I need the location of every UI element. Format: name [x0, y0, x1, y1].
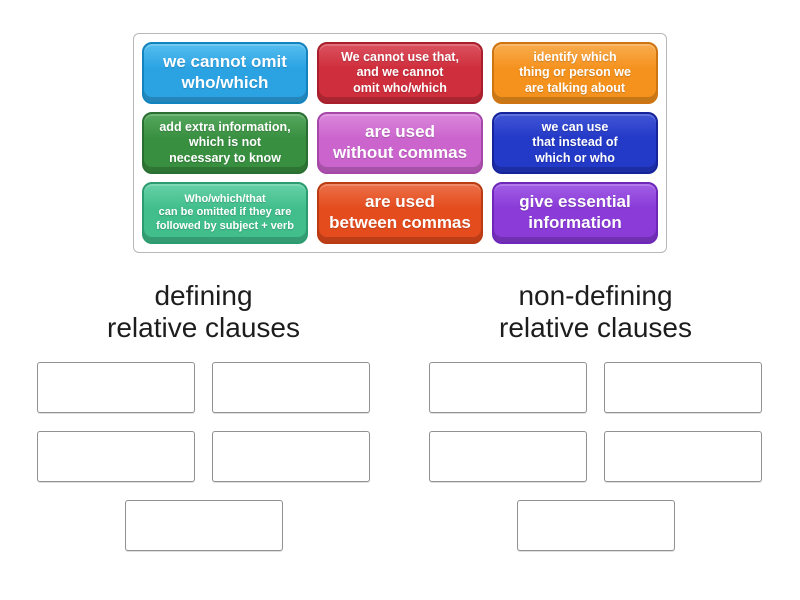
draggable-tile[interactable]: we can use that instead of which or who [492, 112, 658, 174]
group-title-defining: defining relative clauses [107, 280, 300, 344]
draggable-tile[interactable]: We cannot use that, and we cannot omit w… [317, 42, 483, 104]
drop-slot[interactable] [37, 362, 195, 414]
slot-row [37, 500, 370, 552]
slot-row [37, 431, 370, 483]
drop-slot[interactable] [429, 431, 587, 483]
slot-row [37, 362, 370, 414]
draggable-tile[interactable]: we cannot omit who/which [142, 42, 308, 104]
tile-tray: we cannot omit who/which We cannot use t… [133, 33, 667, 253]
slot-area-defining [37, 362, 370, 552]
drop-slot[interactable] [429, 362, 587, 414]
drop-slot[interactable] [212, 431, 370, 483]
drop-slot[interactable] [604, 362, 762, 414]
slot-area-non-defining [429, 362, 762, 552]
group-non-defining: non-defining relative clauses [429, 280, 762, 552]
drop-slot[interactable] [37, 431, 195, 483]
draggable-tile[interactable]: are used between commas [317, 182, 483, 244]
group-title-non-defining: non-defining relative clauses [499, 280, 692, 344]
drop-slot[interactable] [604, 431, 762, 483]
drop-slot[interactable] [212, 362, 370, 414]
draggable-tile[interactable]: identify which thing or person we are ta… [492, 42, 658, 104]
slot-row [429, 431, 762, 483]
draggable-tile[interactable]: give essential information [492, 182, 658, 244]
group-defining: defining relative clauses [37, 280, 370, 552]
slot-row [429, 362, 762, 414]
draggable-tile[interactable]: are used without commas [317, 112, 483, 174]
slot-row [429, 500, 762, 552]
drop-slot[interactable] [516, 500, 675, 552]
draggable-tile[interactable]: Who/which/that can be omitted if they ar… [142, 182, 308, 244]
drop-slot[interactable] [124, 500, 283, 552]
draggable-tile[interactable]: add extra information, which is not nece… [142, 112, 308, 174]
